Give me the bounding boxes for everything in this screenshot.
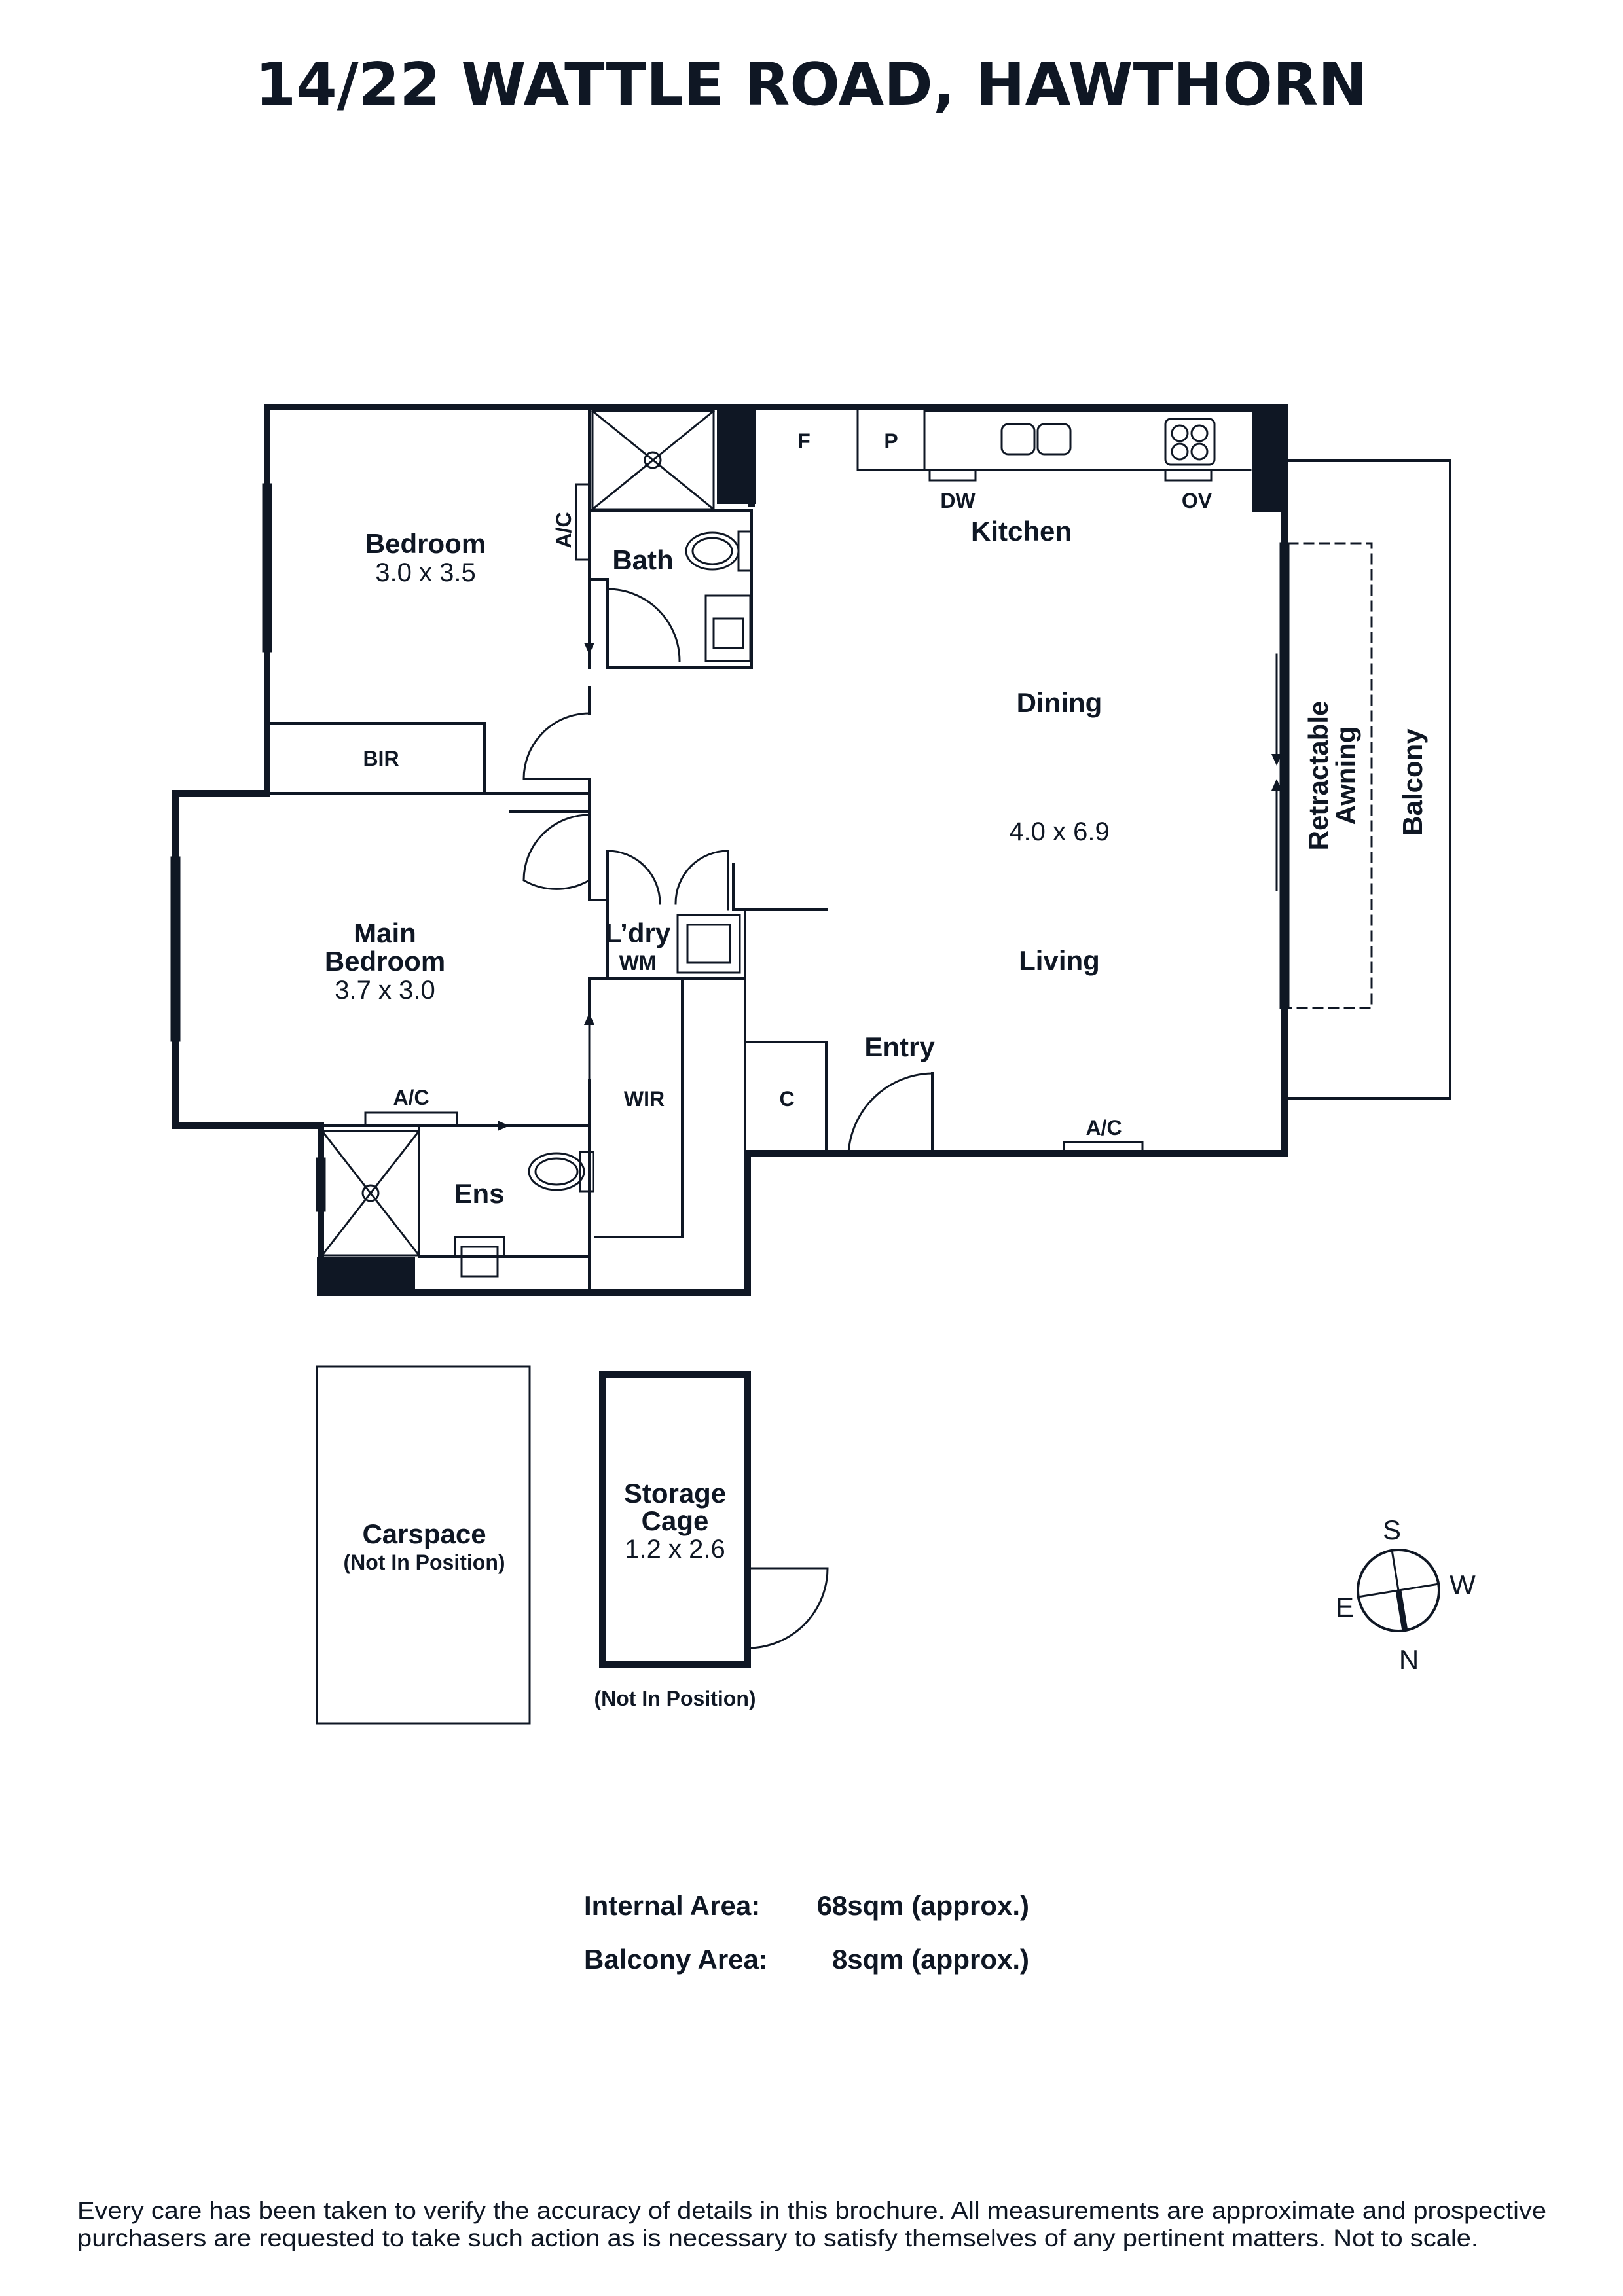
ov-label: OV: [1182, 489, 1213, 512]
compass-south: S: [1383, 1515, 1401, 1545]
internal-area-label: Internal Area:: [584, 1890, 760, 1921]
storage-label-1: Storage: [624, 1478, 726, 1509]
wall-block-ensuite: [317, 1257, 415, 1296]
compass-circle: [1357, 1549, 1440, 1632]
internal-area-value: 68sqm (approx.): [817, 1890, 1029, 1921]
compass-north: N: [1399, 1644, 1419, 1675]
bedroom-label: Bedroom: [365, 528, 486, 559]
fridge-label: F: [797, 429, 811, 453]
compass-east: E: [1336, 1592, 1354, 1623]
awning-label-1: Retractable: [1303, 701, 1334, 851]
wm-label: WM: [619, 951, 657, 975]
page-title: 14/22 WATTLE ROAD, HAWTHORN: [255, 50, 1368, 119]
wall-block-kitchen: [1252, 407, 1287, 512]
balcony-area-label: Balcony Area:: [584, 1944, 768, 1975]
bath-fixtures: [575, 409, 753, 662]
main-bedroom-label-1: Main: [354, 918, 416, 948]
windows: [170, 483, 1290, 1212]
main-bedroom-dims: 3.7 x 3.0: [335, 976, 435, 1005]
doors: [522, 588, 934, 1155]
awning-label-2: Awning: [1330, 726, 1361, 825]
storage-dims: 1.2 x 2.6: [625, 1535, 725, 1564]
main-bedroom-label-2: Bedroom: [325, 946, 445, 977]
bedroom-ac-label: A/C: [552, 512, 575, 548]
cupboard-label: C: [779, 1087, 794, 1111]
living-dims: 4.0 x 6.9: [1009, 817, 1109, 846]
entry-label: Entry: [864, 1031, 935, 1062]
living-label: Living: [1019, 945, 1100, 976]
carspace-box: [316, 1365, 531, 1725]
storage-label-2: Cage: [642, 1505, 709, 1536]
bir-label: BIR: [363, 747, 399, 770]
balcony-area-value: 8sqm (approx.): [832, 1944, 1029, 1975]
storage-note: (Not In Position): [594, 1687, 756, 1710]
ens-label: Ens: [454, 1178, 504, 1209]
wir-label: WIR: [624, 1087, 665, 1111]
exterior-walls: [172, 404, 1288, 1296]
living-ac-label: A/C: [1085, 1116, 1122, 1139]
balcony-label: Balcony: [1397, 728, 1428, 836]
carspace-note: (Not In Position): [343, 1551, 505, 1574]
bath-label: Bath: [612, 545, 673, 575]
bedroom-dims: 3.0 x 3.5: [375, 558, 475, 587]
kitchen-label: Kitchen: [971, 516, 1072, 547]
dw-label: DW: [940, 489, 976, 512]
storage-cage: [599, 1371, 829, 1668]
compass: [1357, 1549, 1440, 1632]
kitchen-fixtures: [856, 406, 1253, 482]
disclaimer-line-2: purchasers are requested to take such ac…: [77, 2225, 1478, 2251]
main-bedroom-ac-label: A/C: [393, 1086, 429, 1109]
dining-label: Dining: [1017, 687, 1103, 718]
carspace-label: Carspace: [362, 1518, 486, 1549]
door-arrows: [418, 588, 1282, 1131]
laundry-label: L’dry: [605, 918, 671, 948]
disclaimer-line-1: Every care has been taken to verify the …: [77, 2197, 1546, 2224]
laundry-fixtures: [676, 914, 741, 974]
balcony: [1283, 459, 1451, 1100]
pantry-label: P: [884, 429, 898, 453]
ensuite-fixtures: [320, 1111, 1144, 1278]
compass-west: W: [1450, 1570, 1476, 1600]
wall-block-bath: [717, 407, 756, 504]
